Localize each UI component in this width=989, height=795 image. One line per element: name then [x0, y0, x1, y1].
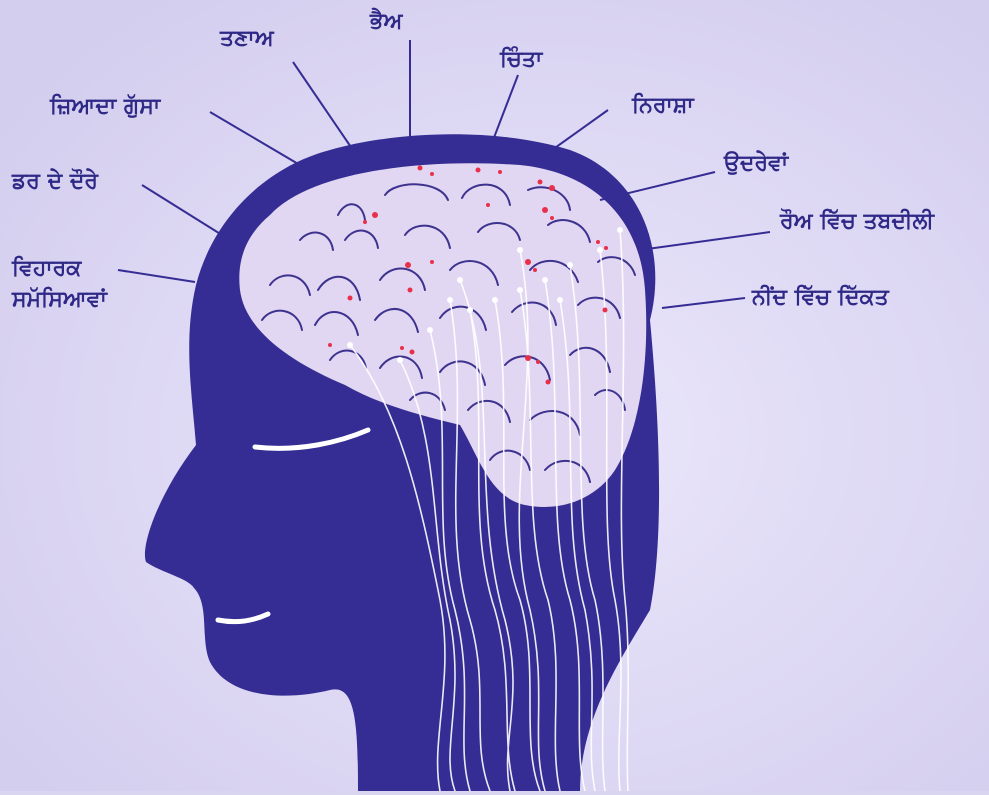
label-fear: ਭੈਅ — [369, 7, 403, 34]
label-worry: ਚਿੰਤਾ — [499, 46, 544, 72]
label-excess-anger: ਜ਼ਿਆਦਾ ਗੁੱਸਾ — [49, 93, 162, 119]
label-despair: ਨਿਰਾਸ਼ਾ — [631, 92, 695, 118]
label-mood-change: ਰੌਅ ਵਿੱਚ ਤਬਦੀਲੀ — [779, 207, 935, 234]
label-behavior-problems-line1: ਵਿਹਾਰਕ — [11, 255, 82, 281]
label-restlessness: ਉਦਰੇਵਾਂ — [723, 149, 790, 176]
label-stress: ਤਣਾਅ — [219, 26, 275, 51]
label-sleep-difficulty: ਨੀਂਦ ਵਿੱਚ ਦਿੱਕਤ — [751, 284, 890, 310]
neck-fade — [358, 700, 580, 791]
label-panic-attacks: ਡਰ ਦੇ ਦੌਰੇ — [11, 167, 99, 194]
label-behavior-problems-line2: ਸਮੱਸਿਆਵਾਂ — [11, 286, 109, 312]
